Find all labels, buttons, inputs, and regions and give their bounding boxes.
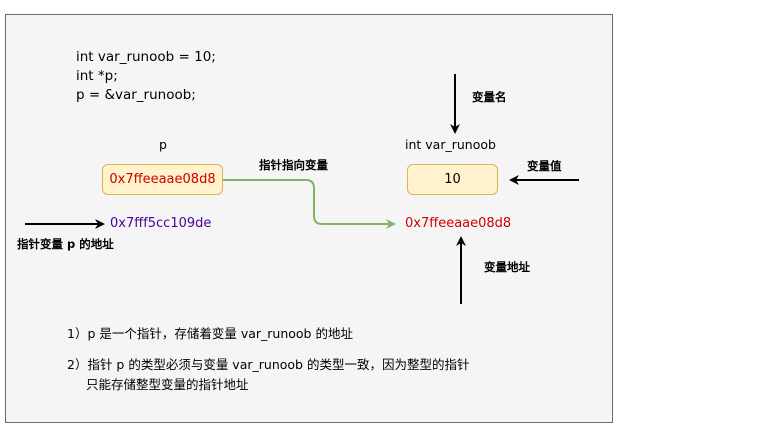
code-line-assign-pointer: p = &var_runoob; <box>76 87 196 103</box>
pointer-value-box: 0x7ffeeaae08d8 <box>102 164 223 195</box>
variable-value-box: 10 <box>407 164 498 195</box>
connector-label: 指针指向变量 <box>259 158 328 172</box>
pointer-address: 0x7fff5cc109de <box>110 216 212 231</box>
diagram-panel <box>5 14 613 423</box>
variable-address: 0x7ffeeaae08d8 <box>405 216 512 231</box>
variable-value: 10 <box>444 172 461 187</box>
variable-name-label: int var_runoob <box>405 137 496 152</box>
pointer-to-variable-connector <box>223 179 396 229</box>
variable-name-caption: 变量名 <box>472 90 507 104</box>
pointer-value: 0x7ffeeaae08d8 <box>109 172 216 187</box>
code-line-declare-pointer: int *p; <box>76 68 118 84</box>
variable-value-caption: 变量值 <box>527 159 562 173</box>
note-2-line-1: 2）指针 p 的类型必须与变量 var_runoob 的类型一致，因为整型的指针 <box>67 357 470 372</box>
note-2-line-2: 只能存储整型变量的指针地址 <box>86 377 249 392</box>
pointer-address-caption: 指针变量 p 的地址 <box>17 237 114 251</box>
code-line-declare-var: int var_runoob = 10; <box>76 49 216 65</box>
variable-address-caption: 变量地址 <box>484 260 530 274</box>
note-1: 1）p 是一个指针，存储着变量 var_runoob 的地址 <box>67 326 353 341</box>
code-block: int var_runoob = 10; int *p; p = &var_ru… <box>76 48 216 105</box>
pointer-name-label: p <box>159 137 167 152</box>
